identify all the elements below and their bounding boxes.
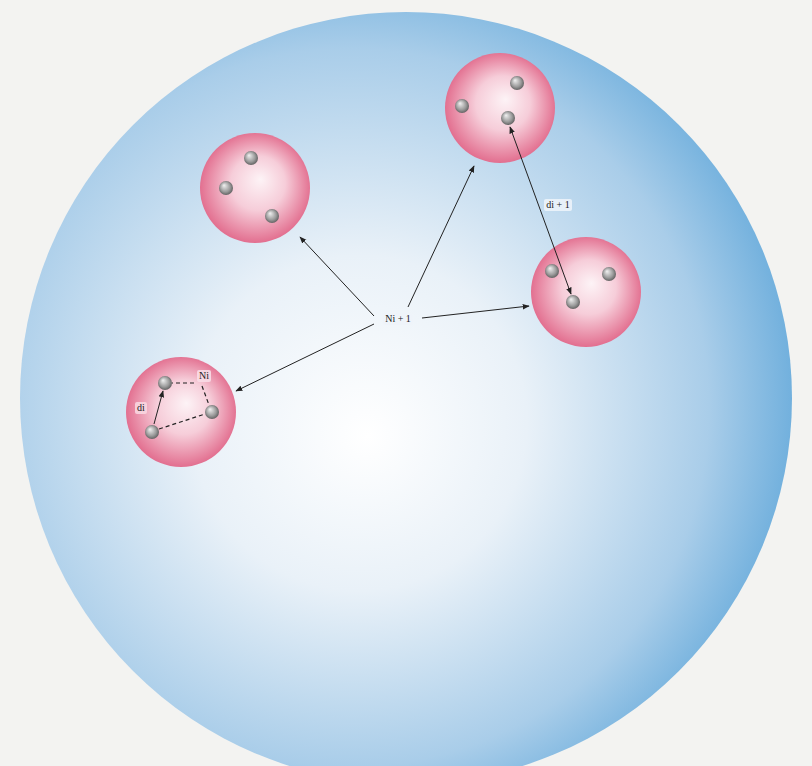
star-ball	[244, 151, 258, 165]
universe-sphere	[20, 12, 792, 766]
distance-arrow	[510, 127, 571, 294]
star-ball	[205, 405, 219, 419]
dashed-line	[202, 386, 209, 405]
dashed-line	[172, 382, 194, 383]
galaxy-sphere	[445, 53, 555, 163]
star-ball	[219, 181, 233, 195]
leader-arrow	[236, 324, 374, 391]
star-ball	[602, 267, 616, 281]
galaxy-sphere	[531, 237, 641, 347]
stars	[145, 76, 616, 439]
galaxy-sphere	[200, 133, 310, 243]
star-ball	[501, 111, 515, 125]
star-ball	[566, 295, 580, 309]
star-ball	[510, 76, 524, 90]
galaxy-spheres	[126, 53, 641, 467]
dashed-line	[159, 414, 205, 429]
distance-label: di	[135, 402, 147, 414]
distance-arrow	[154, 391, 163, 424]
star-ball	[455, 99, 469, 113]
dashed-links	[159, 383, 209, 429]
star-ball	[545, 264, 559, 278]
star-ball	[265, 209, 279, 223]
distance-arrows	[154, 127, 571, 429]
distance-label: di + 1	[544, 199, 571, 211]
distance-label: Ni + 1	[383, 313, 413, 325]
leader-arrow	[300, 237, 374, 316]
star-ball	[158, 376, 172, 390]
distance-label: Ni	[197, 370, 211, 382]
star-ball	[145, 425, 159, 439]
leader-arrow	[408, 166, 474, 307]
galaxy-sphere	[126, 357, 236, 467]
leader-arrow	[422, 306, 529, 318]
